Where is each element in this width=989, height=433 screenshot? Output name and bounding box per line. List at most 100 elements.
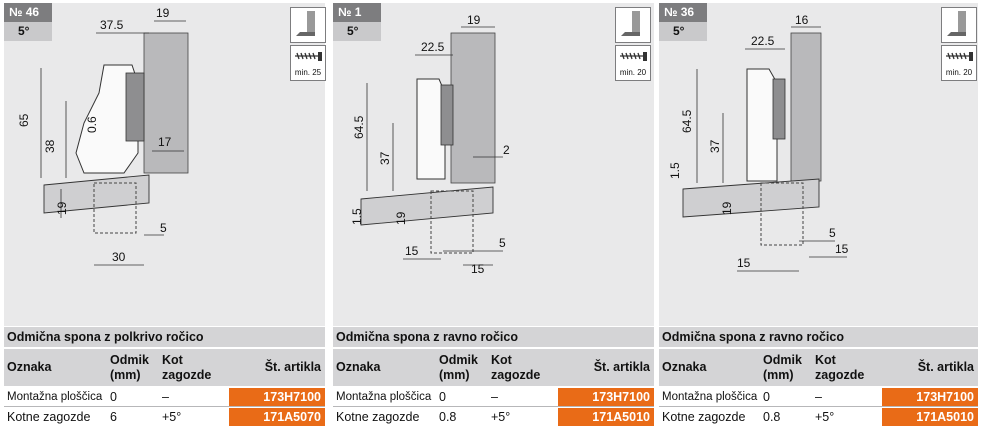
hinge-number: № 36 (659, 3, 707, 22)
row-label: Montažna ploščica (662, 391, 758, 403)
col-article: Št. artikla (917, 360, 974, 374)
row-label: Kotne zagozde (7, 410, 91, 424)
article-table-3: Odmična spona z ravno ročico Oznaka Odmi… (659, 327, 978, 426)
dim-top: 16 (795, 13, 809, 27)
mounting-icon (615, 7, 651, 43)
article-number[interactable]: 173H7100 (558, 388, 654, 406)
row-label: Kotne zagozde (662, 410, 746, 424)
dim-height: 64.5 (680, 109, 694, 133)
row-odmik: 0.8 (763, 410, 781, 424)
hinge-number: № 46 (4, 3, 52, 22)
divider (333, 406, 654, 407)
hinge-angle: 5° (4, 22, 52, 41)
dim-top: 19 (156, 6, 170, 20)
panel-3: 64.5 37 22.5 16 1.5 19 5 15 15 № 36 5° m… (659, 3, 980, 430)
article-table-1: Odmična spona z polkrivo ročico Oznaka O… (4, 327, 325, 426)
screw-icon (620, 52, 647, 61)
hinge-angle: 5° (333, 22, 381, 41)
screw-length: min. 20 (619, 68, 647, 77)
dim-15b: 15 (471, 262, 485, 276)
table-row: Montažna ploščica 0 – 173H7100 (659, 388, 978, 406)
col-odmik: Odmik (mm) (110, 353, 149, 382)
col-kot: Kot zagozde (491, 353, 541, 382)
screw-icon (295, 52, 322, 61)
dim-plate: 19 (55, 201, 69, 215)
dim-plate: 19 (394, 211, 408, 225)
row-kot: – (815, 390, 822, 404)
dim-15a: 15 (835, 242, 849, 256)
dim-15a: 15 (405, 244, 419, 258)
screw-length: min. 20 (945, 68, 973, 77)
hinge-drawing: 65 38 0.6 37.5 19 17 19 5 30 (17, 6, 189, 266)
article-table-2: Odmična spona z ravno ročico Oznaka Odmi… (333, 327, 654, 426)
col-article: Št. artikla (264, 360, 321, 374)
dim-low: 1.5 (668, 162, 682, 179)
article-number[interactable]: 171A5010 (882, 408, 978, 426)
screw-icon-box: min. 20 (615, 45, 651, 81)
dim-width: 37.5 (100, 18, 124, 32)
dim-gap: 5 (499, 236, 506, 250)
dim-low: 1.5 (350, 208, 364, 225)
row-odmik: 0.8 (439, 410, 457, 424)
panel-2: 64.5 37 22.5 19 2 19 1.5 15 5 15 № 1 5° … (333, 3, 654, 430)
table-header: Oznaka Odmik (mm) Kot zagozde Št. artikl… (4, 349, 325, 386)
dim-height: 64.5 (352, 115, 366, 139)
row-odmik: 0 (110, 390, 117, 404)
screw-icon (946, 52, 973, 61)
table-row: Kotne zagozde 6 +5° 171A5070 (4, 408, 325, 426)
col-kot: Kot zagozde (815, 353, 865, 382)
panel-1: 65 38 0.6 37.5 19 17 19 5 30 № 46 5° min… (4, 3, 326, 430)
hinge-mount-icon (947, 11, 966, 36)
article-number[interactable]: 171A5010 (558, 408, 654, 426)
hinge-mount-icon (621, 11, 640, 36)
dim-mid: 37 (708, 139, 722, 153)
dim-top: 19 (467, 13, 481, 27)
dim-offset: 0.6 (85, 116, 99, 133)
table-row: Kotne zagozde 0.8 +5° 171A5010 (333, 408, 654, 426)
hinge-drawing: 64.5 37 22.5 16 1.5 19 5 15 15 (668, 13, 849, 272)
table-header: Oznaka Odmik (mm) Kot zagozde Št. artikl… (659, 349, 978, 386)
mounting-icon (941, 7, 977, 43)
row-kot: – (162, 390, 169, 404)
hinge-angle: 5° (659, 22, 707, 41)
col-label: Oznaka (336, 360, 381, 374)
article-number[interactable]: 173H7100 (882, 388, 978, 406)
col-odmik: Odmik (mm) (439, 353, 478, 382)
row-kot: +5° (815, 410, 835, 424)
row-odmik: 0 (763, 390, 770, 404)
dim-height: 65 (17, 113, 31, 127)
article-number[interactable]: 173H7100 (229, 388, 325, 406)
col-article: Št. artikla (593, 360, 650, 374)
dim-gap: 5 (160, 221, 167, 235)
dim-15b: 15 (737, 256, 751, 270)
table-row: Montažna ploščica 0 – 173H7100 (4, 388, 325, 406)
dim-side: 2 (503, 143, 510, 157)
row-label: Montažna ploščica (336, 391, 432, 403)
table-header: Oznaka Odmik (mm) Kot zagozde Št. artikl… (333, 349, 654, 386)
col-label: Oznaka (662, 360, 707, 374)
row-label: Montažna ploščica (7, 391, 103, 403)
mounting-icon (290, 7, 326, 43)
dim-width: 22.5 (421, 40, 445, 54)
screw-icon-box: min. 20 (941, 45, 977, 81)
hinge-drawing: 64.5 37 22.5 19 2 19 1.5 15 5 15 (350, 13, 510, 276)
hinge-mount-icon (296, 11, 315, 36)
dim-gap: 5 (829, 226, 836, 240)
table-row: Kotne zagozde 0.8 +5° 171A5010 (659, 408, 978, 426)
row-kot: – (491, 390, 498, 404)
dim-bottom: 30 (112, 250, 126, 264)
row-label: Kotne zagozde (336, 410, 420, 424)
row-odmik: 0 (439, 390, 446, 404)
dim-mid: 38 (43, 139, 57, 153)
divider (659, 406, 978, 407)
divider (4, 406, 325, 407)
dim-width: 22.5 (751, 34, 775, 48)
hinge-diagram-2: 64.5 37 22.5 19 2 19 1.5 15 5 15 № 1 5° … (333, 3, 654, 326)
row-kot: +5° (162, 410, 182, 424)
hinge-diagram-3: 64.5 37 22.5 16 1.5 19 5 15 15 № 36 5° m… (659, 3, 978, 326)
screw-length: min. 25 (294, 68, 322, 77)
table-title: Odmična spona z polkrivo ročico (4, 327, 325, 347)
article-number[interactable]: 171A5070 (229, 408, 325, 426)
col-kot: Kot zagozde (162, 353, 212, 382)
row-kot: +5° (491, 410, 511, 424)
